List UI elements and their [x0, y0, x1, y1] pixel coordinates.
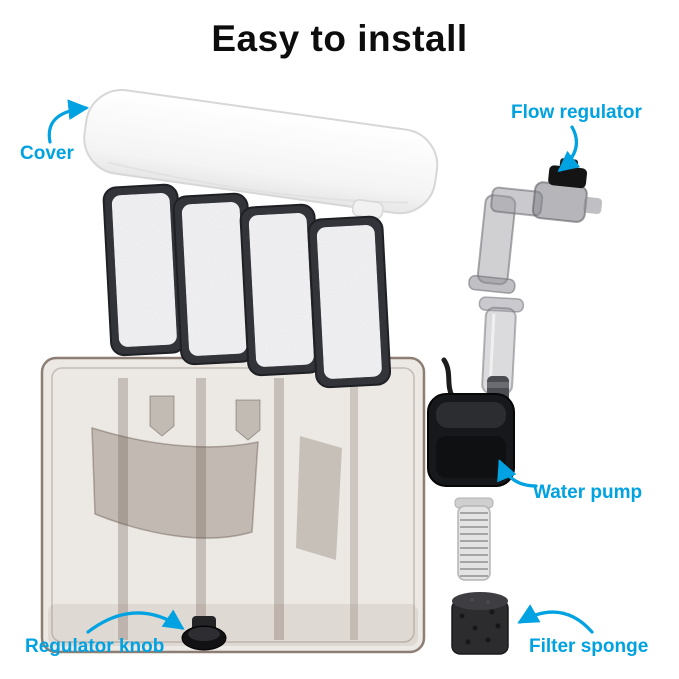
page-title: Easy to install — [211, 18, 468, 59]
filter-cartridge — [307, 215, 392, 389]
regulator-knob-arrow — [86, 609, 185, 634]
sponge-pores — [459, 609, 501, 645]
waterfall-deflector — [91, 426, 259, 539]
tank-divider — [350, 378, 358, 640]
tank-divider — [118, 378, 128, 640]
label-water-pump: Water pump — [533, 482, 643, 503]
annotation-arrows — [47, 99, 594, 634]
filter-cartridge — [239, 203, 324, 377]
label-filter-sponge: Filter sponge — [529, 636, 649, 657]
tank-divider — [196, 378, 206, 640]
flow-regulator-arrow — [557, 125, 581, 172]
mounting-clip — [235, 399, 261, 441]
regulator-outlet — [583, 197, 603, 215]
mounting-clip — [149, 395, 175, 437]
pump-power-cord — [441, 357, 455, 399]
filter-sponge-arrow — [517, 604, 594, 634]
tank-housing — [40, 356, 426, 654]
filter-cartridge — [172, 192, 257, 366]
tank-divider — [274, 378, 284, 640]
water-pump — [427, 357, 515, 487]
label-flow-regulator: Flow regulator — [511, 102, 642, 123]
flow-regulator — [468, 158, 603, 294]
filter-sponge — [451, 592, 509, 655]
water-pump-arrow — [497, 459, 538, 488]
filter-cartridge — [102, 183, 187, 357]
cover-arrow — [47, 99, 90, 144]
regulator-knob — [181, 616, 227, 651]
side-deflector — [296, 436, 342, 560]
connector-tube — [478, 296, 525, 396]
intake-tube — [454, 497, 494, 581]
label-cover: Cover — [20, 143, 74, 164]
intake-tube-threads — [460, 512, 488, 577]
label-regulator-knob: Regulator knob — [25, 636, 165, 657]
cover — [83, 89, 439, 220]
